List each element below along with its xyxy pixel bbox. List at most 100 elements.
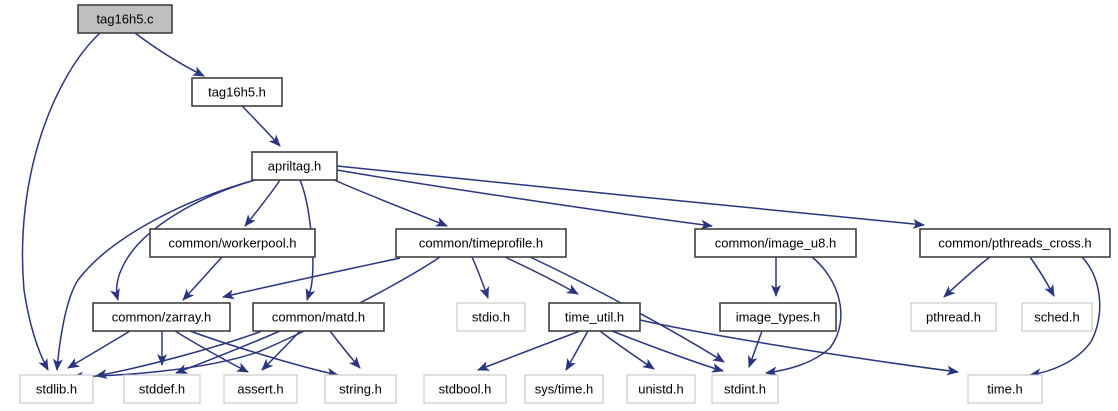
node-label-imagetypes: image_types.h bbox=[736, 309, 821, 324]
node-box-pthread[interactable] bbox=[910, 302, 997, 332]
node-label-stdint: stdint.h bbox=[724, 381, 766, 396]
node-label-stddef: stddef.h bbox=[139, 381, 185, 396]
node-label-systime: sys/time.h bbox=[535, 381, 594, 396]
edge-apriltagh-to-zarray bbox=[110, 179, 256, 301]
node-string[interactable]: string.h bbox=[324, 374, 397, 404]
node-label-zarray: common/zarray.h bbox=[112, 309, 211, 324]
node-label-pthread: pthread.h bbox=[926, 309, 981, 324]
node-label-stdbool: stdbool.h bbox=[439, 381, 492, 396]
node-timeprofile[interactable]: common/timeprofile.h bbox=[395, 228, 567, 258]
edge-matd-to-assert bbox=[261, 330, 301, 371]
node-label-workerpool: common/workerpool.h bbox=[169, 235, 297, 250]
node-box-systime[interactable] bbox=[524, 374, 604, 404]
node-box-sched[interactable] bbox=[1021, 302, 1093, 332]
node-box-stdint[interactable] bbox=[711, 374, 779, 404]
edge-layer bbox=[21, 32, 1101, 382]
node-unistd[interactable]: unistd.h bbox=[626, 374, 696, 404]
node-label-tag16h5c: tag16h5.c bbox=[96, 11, 154, 26]
node-workerpool[interactable]: common/workerpool.h bbox=[149, 228, 316, 258]
node-box-zarray[interactable] bbox=[92, 302, 231, 332]
node-label-unistd: unistd.h bbox=[638, 381, 684, 396]
node-box-unistd[interactable] bbox=[626, 374, 696, 404]
edge-apriltagh-to-workerpool bbox=[244, 179, 281, 227]
edge-timeutil-to-systime bbox=[565, 330, 589, 371]
edge-tag16h5h-to-apriltagh bbox=[241, 105, 281, 147]
node-label-string: string.h bbox=[339, 381, 382, 396]
node-stdlib[interactable]: stdlib.h bbox=[19, 374, 94, 404]
node-systime[interactable]: sys/time.h bbox=[524, 374, 604, 404]
node-tag16h5c[interactable]: tag16h5.c bbox=[77, 4, 173, 34]
edge-timeutil-to-stdint bbox=[611, 330, 724, 373]
node-layer: tag16h5.c tag16h5.h apriltag.h common/worke… bbox=[19, 4, 1111, 404]
node-box-imagetypes[interactable] bbox=[719, 302, 837, 332]
node-box-pthreadscross[interactable] bbox=[919, 228, 1111, 258]
node-label-timeprofile: common/timeprofile.h bbox=[419, 235, 543, 250]
edge-apriltagh-to-stdlib bbox=[52, 179, 256, 371]
node-label-matd: common/matd.h bbox=[272, 309, 365, 324]
edge-timeutil-to-unistd bbox=[599, 330, 655, 370]
node-apriltagh[interactable]: apriltag.h bbox=[251, 151, 338, 181]
node-box-imageu8[interactable] bbox=[694, 228, 857, 258]
node-stdbool[interactable]: stdbool.h bbox=[423, 374, 507, 404]
node-box-time[interactable] bbox=[967, 374, 1043, 404]
node-tag16h5h[interactable]: tag16h5.h bbox=[191, 77, 283, 107]
edge-matd-to-stdlib bbox=[95, 330, 263, 379]
edge-tag16h5c-to-tag16h5h bbox=[134, 32, 205, 77]
node-label-sched: sched.h bbox=[1034, 309, 1080, 324]
edge-matd-to-string bbox=[329, 330, 361, 369]
edge-zarray-to-string bbox=[189, 330, 339, 378]
edge-pthreadscross-to-sched bbox=[1029, 256, 1055, 297]
edge-pthreadscross-to-time bbox=[1029, 256, 1101, 379]
node-pthread[interactable]: pthread.h bbox=[910, 302, 997, 332]
edge-imagetypes-to-stdint bbox=[748, 330, 763, 368]
node-zarray[interactable]: common/zarray.h bbox=[92, 302, 231, 332]
node-box-stdio[interactable] bbox=[456, 302, 526, 332]
node-label-tag16h5h: tag16h5.h bbox=[208, 84, 266, 99]
node-imageu8[interactable]: common/image_u8.h bbox=[694, 228, 857, 258]
node-box-stdlib[interactable] bbox=[19, 374, 94, 404]
edge-imageu8-to-stdint bbox=[765, 256, 842, 377]
node-label-stdlib: stdlib.h bbox=[36, 381, 77, 396]
node-label-apriltagh: apriltag.h bbox=[268, 158, 321, 173]
node-imagetypes[interactable]: image_types.h bbox=[719, 302, 837, 332]
edge-timeutil-to-time bbox=[639, 319, 959, 376]
node-box-workerpool[interactable] bbox=[149, 228, 316, 258]
edge-pthreadscross-to-pthread bbox=[943, 256, 991, 298]
node-stdint[interactable]: stdint.h bbox=[711, 374, 779, 404]
node-box-tag16h5h[interactable] bbox=[191, 77, 283, 107]
edge-apriltagh-to-imageu8 bbox=[336, 169, 713, 230]
edge-timeprofile-to-zarray bbox=[222, 257, 401, 300]
node-pthreadscross[interactable]: common/pthreads_cross.h bbox=[919, 228, 1111, 258]
node-matd[interactable]: common/matd.h bbox=[252, 302, 385, 332]
edge-matd-to-stddef bbox=[175, 330, 281, 374]
edge-workerpool-to-zarray bbox=[182, 256, 223, 301]
node-assert[interactable]: assert.h bbox=[223, 374, 298, 404]
node-label-stdio: stdio.h bbox=[472, 309, 510, 324]
node-timeutil[interactable]: time_util.h bbox=[548, 302, 641, 332]
node-time[interactable]: time.h bbox=[967, 374, 1043, 404]
node-stddef[interactable]: stddef.h bbox=[123, 374, 201, 404]
node-box-string[interactable] bbox=[324, 374, 397, 404]
node-box-matd[interactable] bbox=[252, 302, 385, 332]
node-stdio[interactable]: stdio.h bbox=[456, 302, 526, 332]
node-label-pthreadscross: common/pthreads_cross.h bbox=[938, 235, 1091, 250]
node-box-assert[interactable] bbox=[223, 374, 298, 404]
edge-zarray-to-assert bbox=[174, 330, 249, 373]
node-label-timeutil: time_util.h bbox=[565, 309, 624, 324]
node-box-tag16h5c[interactable] bbox=[77, 4, 173, 34]
node-box-timeprofile[interactable] bbox=[395, 228, 567, 258]
edge-apriltagh-to-pthreadscross bbox=[336, 165, 925, 229]
node-box-timeutil[interactable] bbox=[548, 302, 641, 332]
node-box-stdbool[interactable] bbox=[423, 374, 507, 404]
node-box-stddef[interactable] bbox=[123, 374, 201, 404]
node-sched[interactable]: sched.h bbox=[1021, 302, 1093, 332]
edge-timeprofile-to-stdio bbox=[471, 256, 490, 299]
edge-tag16h5c-to-stdlib bbox=[21, 32, 101, 371]
node-label-imageu8: common/image_u8.h bbox=[715, 235, 836, 250]
edge-timeprofile-to-stdlib bbox=[71, 256, 441, 382]
node-box-apriltagh[interactable] bbox=[251, 151, 338, 181]
edge-timeutil-to-stdbool bbox=[477, 330, 581, 371]
edge-apriltagh-to-matd bbox=[299, 179, 316, 301]
edge-timeprofile-to-timeutil bbox=[504, 256, 579, 295]
